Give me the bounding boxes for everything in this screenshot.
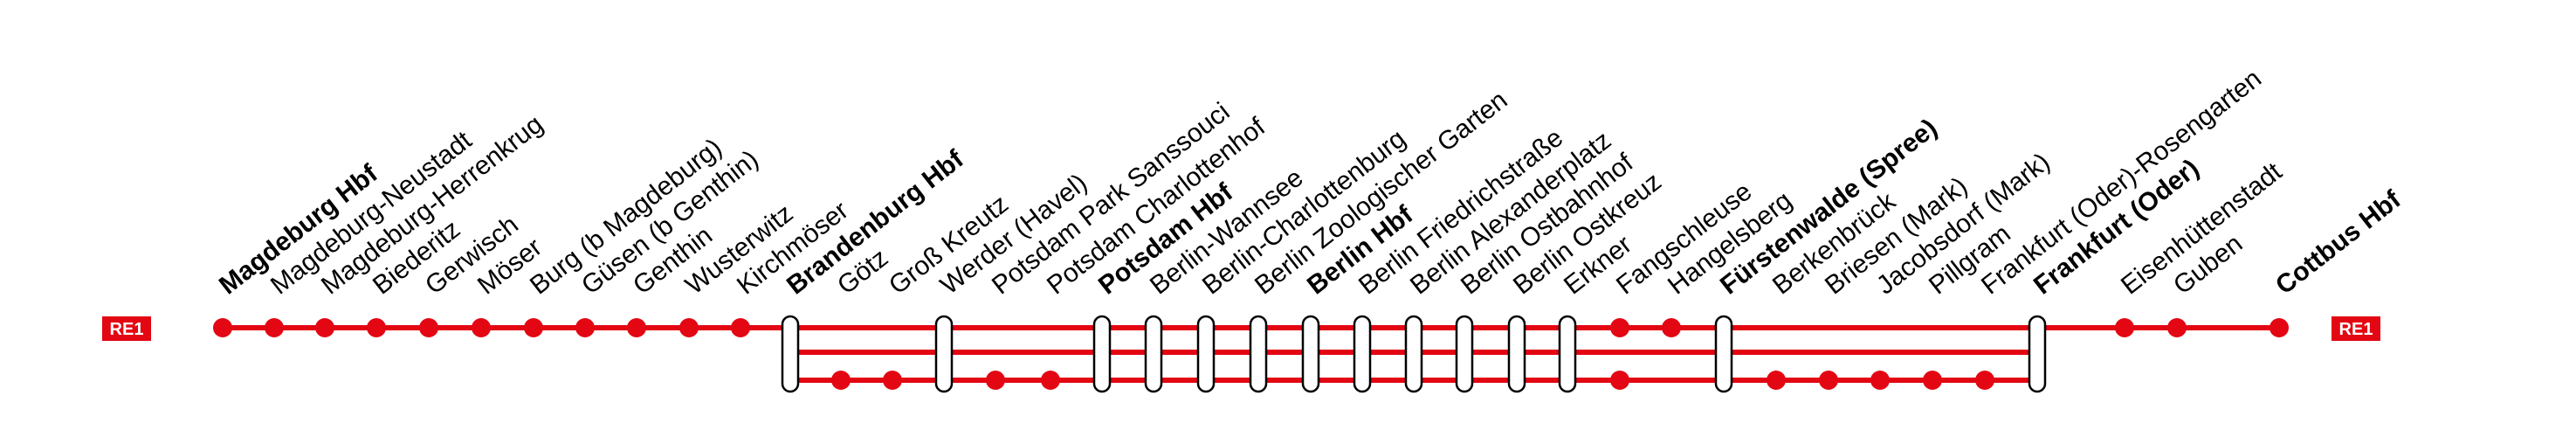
station-dot — [213, 318, 232, 337]
station-capsule — [1196, 315, 1216, 393]
station-dot — [883, 371, 902, 390]
station-dot — [367, 318, 386, 337]
station-capsules — [781, 315, 2047, 393]
station-dot — [315, 318, 334, 337]
station-dot — [472, 318, 491, 337]
station-dot — [1767, 371, 1786, 390]
line-badge-left: RE1 — [102, 316, 151, 341]
station-dot — [1819, 371, 1838, 390]
line-badge-right-label: RE1 — [2339, 320, 2373, 339]
station-dot — [731, 318, 750, 337]
station-capsule — [1301, 315, 1320, 393]
station-dot — [986, 371, 1005, 390]
station-dot — [1923, 371, 1942, 390]
station-dot — [265, 318, 284, 337]
station-dot — [1870, 371, 1890, 390]
station-dot — [679, 318, 699, 337]
station-capsule — [1353, 315, 1372, 393]
station-capsule — [1714, 315, 1733, 393]
station-capsule — [1144, 315, 1163, 393]
station-labels: Magdeburg HbfMagdeburg-NeustadtMagdeburg… — [214, 64, 2407, 300]
station-label: Cottbus Hbf — [2270, 184, 2407, 300]
station-capsule — [2028, 315, 2047, 393]
station-capsule — [781, 315, 800, 393]
station-capsule — [1092, 315, 1112, 393]
station-dot — [524, 318, 543, 337]
station-dots — [213, 318, 2289, 390]
station-dot — [1662, 318, 1681, 337]
station-dot — [2115, 318, 2134, 337]
station-dot — [2167, 318, 2187, 337]
station-capsule — [934, 315, 954, 393]
station-dot — [1041, 371, 1060, 390]
station-dot — [1975, 371, 1994, 390]
station-dot — [419, 318, 438, 337]
station-capsule — [1249, 315, 1268, 393]
station-dot — [831, 371, 851, 390]
station-dot — [1610, 318, 1629, 337]
station-dot — [575, 318, 595, 337]
station-capsule — [1558, 315, 1577, 393]
station-capsule — [1455, 315, 1474, 393]
station-dot — [627, 318, 646, 337]
station-capsule — [1404, 315, 1423, 393]
station-dot — [1610, 371, 1629, 390]
line-badge-left-label: RE1 — [110, 320, 144, 339]
station-dot — [2269, 318, 2289, 337]
station-capsule — [1507, 315, 1526, 393]
line-badge-right: RE1 — [2331, 316, 2380, 341]
